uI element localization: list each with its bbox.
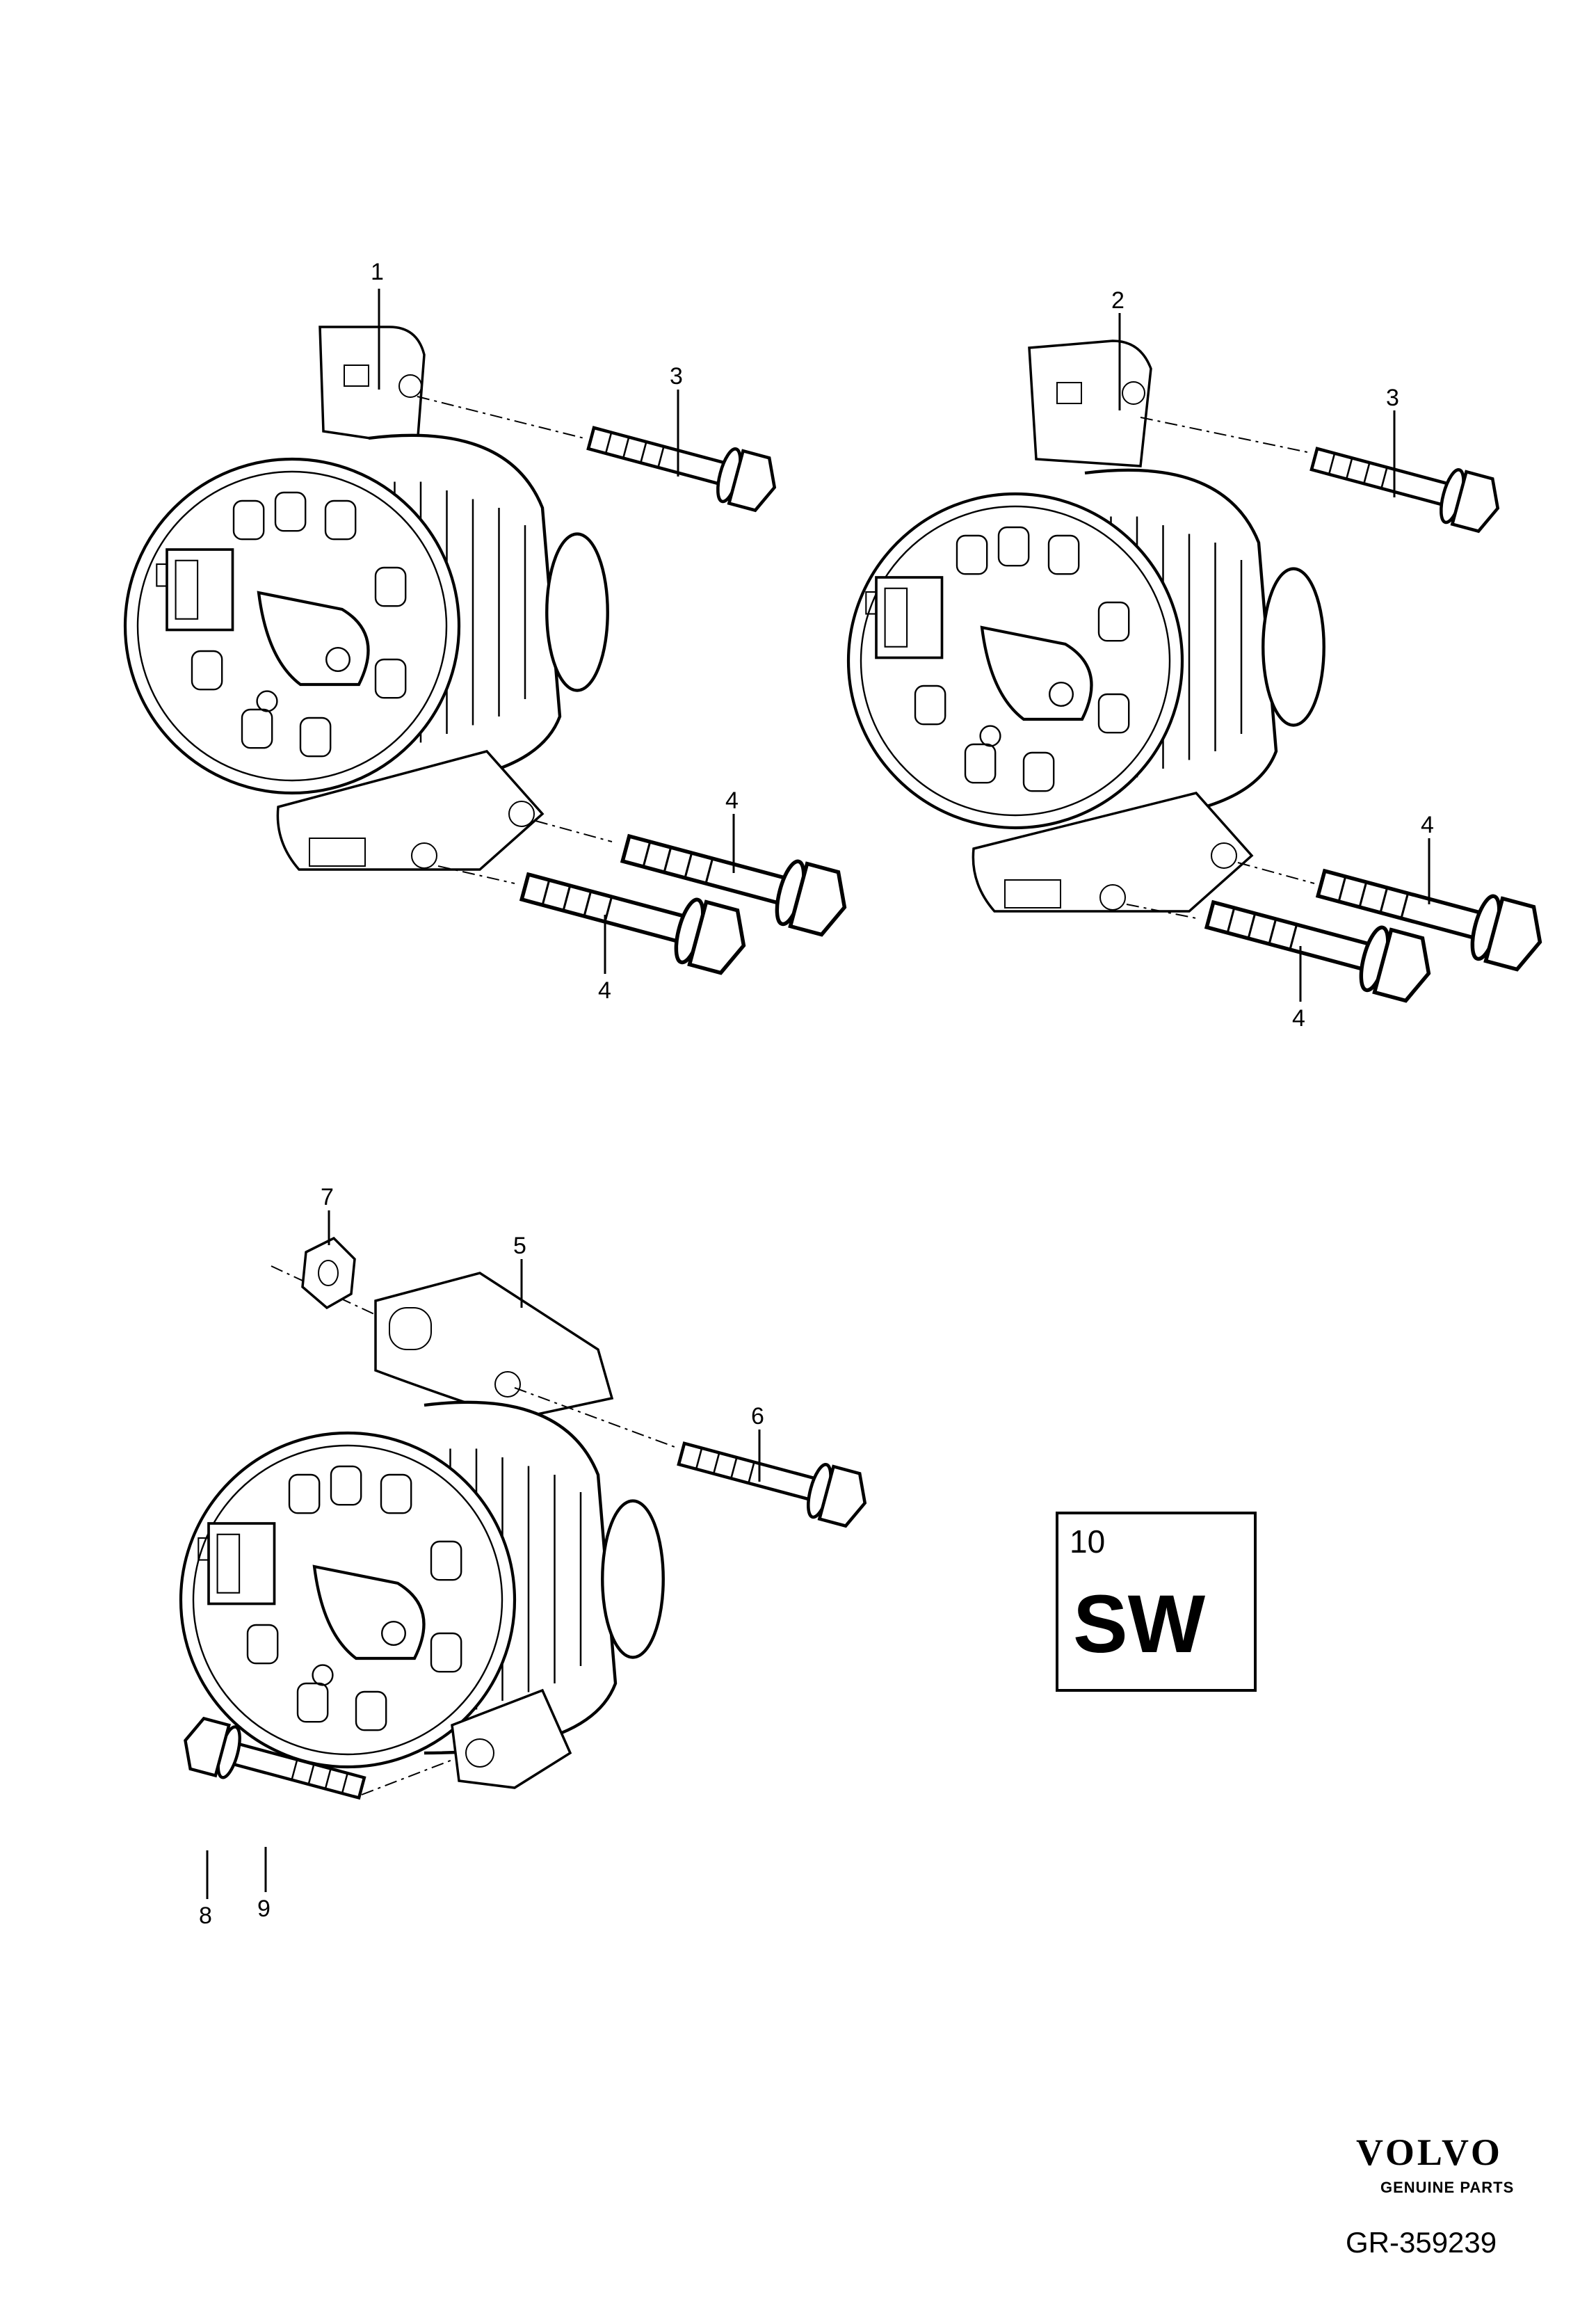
callout-6: 6 [751, 1403, 764, 1430]
callout-3: 3 [670, 363, 683, 390]
alternator-assembly-2 [848, 339, 1548, 1004]
brand-logo: VOLVO [1356, 2131, 1503, 2173]
callout-2: 2 [1111, 287, 1125, 314]
sw-box-label: SW [1073, 1578, 1206, 1670]
sw-box-number: 10 [1070, 1523, 1105, 1560]
alternator-assembly-1 [125, 326, 853, 977]
callout-8: 8 [199, 1903, 212, 1929]
callout-4: 4 [598, 977, 611, 1004]
callout-5: 5 [513, 1233, 526, 1259]
callout-3: 3 [1386, 385, 1399, 411]
callout-4: 4 [1292, 1005, 1305, 1032]
callout-leaders [206, 289, 1430, 1899]
callout-4: 4 [1421, 812, 1434, 838]
callout-7: 7 [321, 1184, 334, 1210]
sw-box: 10 SW [1056, 1512, 1257, 1692]
diagram-reference: GR-359239 [1346, 2226, 1497, 2259]
callout-9: 9 [257, 1896, 271, 1922]
brand-tagline: GENUINE PARTS [1380, 2179, 1514, 2196]
footer: VOLVO GENUINE PARTS GR-359239 [1346, 2131, 1514, 2259]
alternator-assembly-3 [179, 1236, 872, 1813]
callout-numbers: 1 3 4 4 2 3 4 4 7 5 6 8 9 [199, 259, 1434, 1929]
callout-4: 4 [725, 787, 739, 814]
callout-1: 1 [371, 259, 384, 285]
